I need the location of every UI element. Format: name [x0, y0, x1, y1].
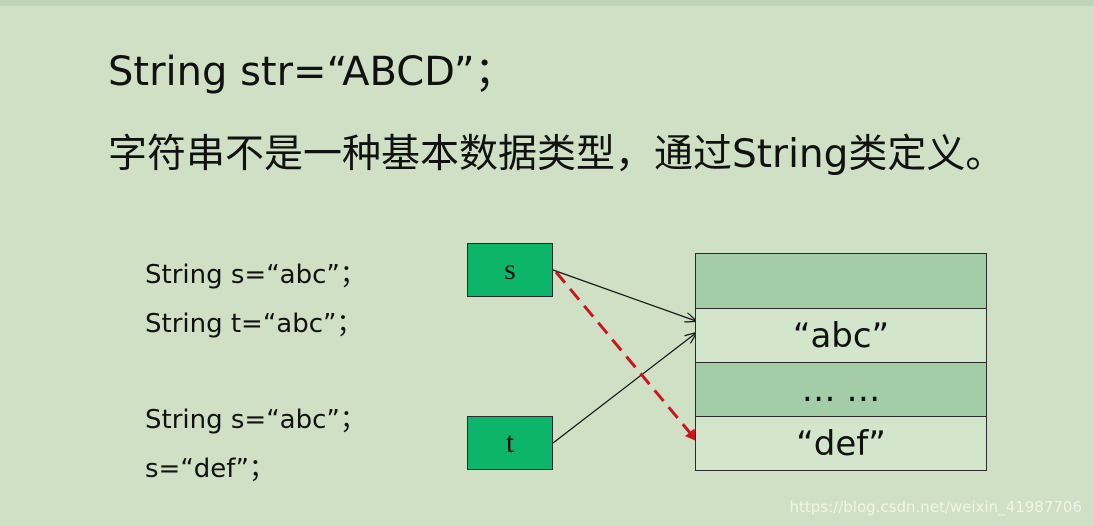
page-title: String str=“ABCD”；	[108, 49, 515, 95]
code-line-assign-s: s=“def”；	[145, 454, 275, 484]
memory-divider	[696, 308, 986, 309]
variable-t-box: t	[467, 416, 553, 470]
memory-block: “abc” … … “def”	[695, 253, 987, 471]
variable-s-box: s	[467, 243, 553, 297]
arrow-t-to-abc	[552, 333, 696, 444]
memory-cell-def: “def”	[696, 417, 986, 470]
memory-divider	[696, 362, 986, 363]
memory-cell-ellipsis: … …	[696, 363, 986, 416]
memory-divider	[696, 416, 986, 417]
arrow-s-to-def-dashed	[554, 271, 698, 442]
top-band	[0, 0, 1094, 6]
arrow-s-to-abc	[552, 269, 696, 321]
code-line-declare-s: String s=“abc”；	[145, 260, 366, 290]
watermark: https://blog.csdn.net/weixin_41987706	[789, 498, 1082, 516]
memory-cell-empty	[696, 254, 986, 308]
memory-cell-abc: “abc”	[696, 309, 986, 362]
page-subtitle: 字符串不是一种基本数据类型，通过String类定义。	[108, 132, 1005, 177]
code-line-declare-t: String t=“abc”；	[145, 309, 363, 339]
code-line-redeclare-s: String s=“abc”；	[145, 405, 366, 435]
